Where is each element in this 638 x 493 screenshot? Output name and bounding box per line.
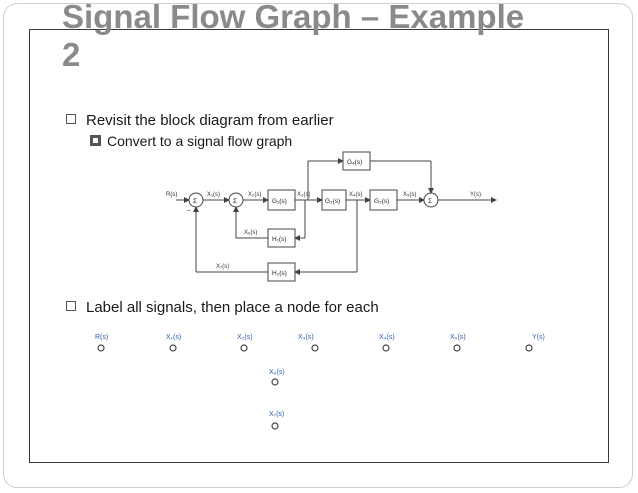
minus-sign: –	[187, 207, 191, 214]
bullet-square-icon	[66, 301, 76, 311]
node-label-x5: X₅(s)	[450, 334, 466, 341]
node-y	[525, 344, 533, 352]
node-x6	[271, 378, 279, 386]
sum-junction-3: Σ	[428, 198, 432, 205]
bullet-label-signals: Label all signals, then place a node for…	[66, 299, 379, 316]
signal-x2: X₂(s)	[248, 192, 261, 198]
node-x3	[311, 344, 319, 352]
node-label-x7: X₇(s)	[269, 411, 284, 418]
signal-x5: X₅(s)	[403, 192, 416, 198]
node-label-x3: X₃(s)	[298, 334, 314, 341]
sum-junction-2: Σ	[233, 198, 237, 205]
slide-content-frame	[29, 29, 609, 463]
node-label-x1: X₁(s)	[166, 334, 181, 341]
title-line-1: Signal Flow Graph – Example	[62, 0, 525, 35]
block-g3: G₃(s)	[374, 198, 389, 205]
signal-x3: X₃(s)	[297, 192, 310, 198]
node-label-x2: X₂(s)	[237, 334, 253, 341]
node-label-y: Y(s)	[532, 334, 545, 341]
block-g1: G₁(s)	[272, 198, 287, 205]
bullet-square-icon	[66, 114, 76, 124]
slide-title: Signal Flow Graph – Example 2	[62, 0, 602, 74]
title-line-2: 2	[62, 36, 81, 73]
node-label-x4: X₄(s)	[379, 334, 395, 341]
sub-bullet-convert-text: Convert to a signal flow graph	[107, 133, 293, 149]
sum-junction-1: Σ	[193, 198, 197, 205]
signal-x4: X₄(s)	[349, 192, 362, 198]
block-g2: G₂(s)	[325, 198, 340, 205]
node-r	[97, 344, 105, 352]
block-g4: G₄(s)	[347, 159, 362, 166]
node-x1	[169, 344, 177, 352]
sub-bullet-convert: Convert to a signal flow graph	[90, 133, 292, 149]
node-label-r: R(s)	[95, 334, 108, 341]
block-h1: H₁(s)	[272, 236, 286, 243]
signal-x6: X₆(s)	[244, 230, 257, 236]
sub-bullet-square-icon	[90, 135, 101, 146]
signal-y: Y(s)	[470, 192, 481, 198]
signal-x7: X₇(s)	[216, 264, 229, 270]
slide-outer-border	[3, 3, 633, 488]
bullet-revisit: Revisit the block diagram from earlier	[66, 112, 334, 129]
signal-r: R(s)	[166, 192, 177, 198]
node-x5	[453, 344, 461, 352]
bullet-revisit-text: Revisit the block diagram from earlier	[86, 112, 334, 129]
signal-x1: X₁(s)	[207, 192, 220, 198]
node-x7	[271, 422, 279, 430]
node-label-x6: X₆(s)	[269, 369, 285, 376]
bullet-label-signals-text: Label all signals, then place a node for…	[86, 299, 379, 316]
node-x4	[382, 344, 390, 352]
node-x2	[240, 344, 248, 352]
block-h2: H₂(s)	[272, 270, 287, 277]
